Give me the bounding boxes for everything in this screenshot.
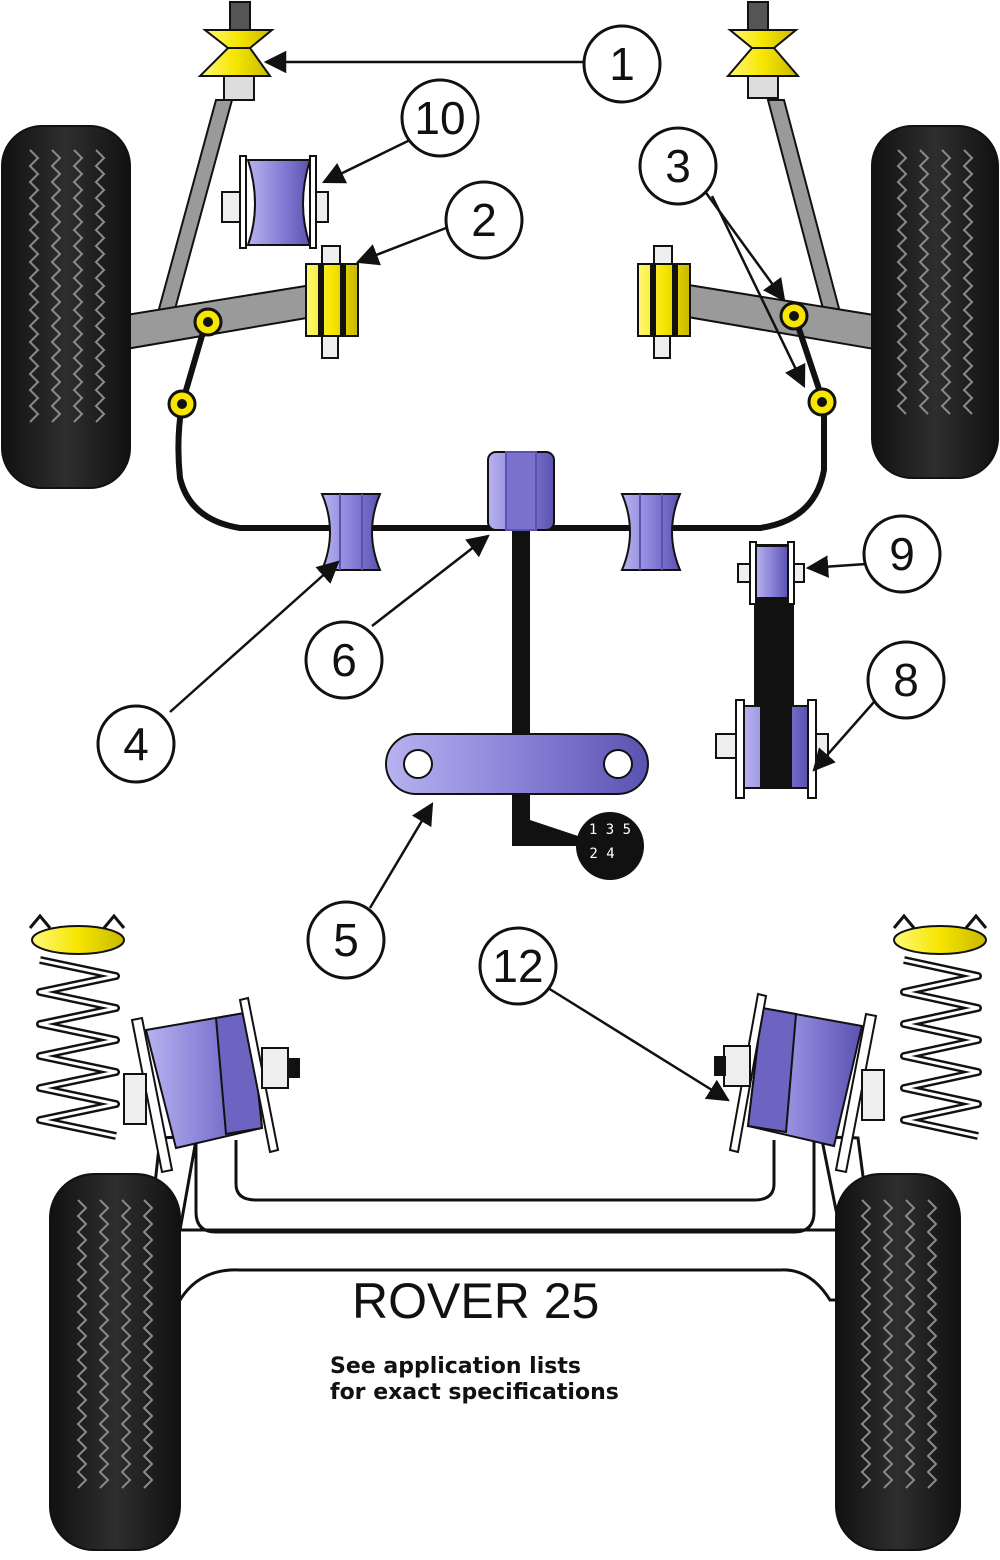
arrow-12 (547, 986, 730, 1102)
callout-12: 12 (478, 926, 558, 1006)
arrow-5 (368, 802, 434, 909)
arrow-4 (169, 560, 340, 713)
bush-9 (737, 541, 805, 605)
drop-link-bush-left-upper (193, 307, 223, 337)
svg-text:2: 2 (471, 194, 497, 246)
bush-8 (715, 699, 829, 799)
arrow-2 (355, 226, 447, 266)
drop-link-bush-right-upper (779, 301, 809, 331)
callout-8: 8 (866, 640, 946, 720)
arrow-6 (371, 534, 490, 627)
front-left-tyre (1, 125, 131, 489)
arrow-3b (710, 195, 806, 389)
drop-link-bush-left-lower (167, 389, 197, 419)
callout-5: 5 (306, 900, 386, 980)
svg-text:1: 1 (609, 38, 635, 90)
svg-text:3: 3 (665, 140, 691, 192)
arrow-9 (805, 555, 867, 578)
svg-text:5: 5 (333, 914, 359, 966)
callout-2: 2 (444, 180, 524, 260)
front-right-tyre (871, 125, 999, 479)
gear-lever (512, 528, 578, 846)
svg-text:1 3 5: 1 3 5 (589, 822, 631, 838)
svg-text:12: 12 (492, 940, 543, 992)
bush-10 (221, 155, 329, 249)
callout-4: 4 (96, 704, 176, 784)
svg-text:2 4: 2 4 (589, 846, 614, 862)
callout-arrows (169, 50, 875, 1102)
callout-1: 1 (582, 24, 662, 104)
svg-text:10: 10 (414, 92, 465, 144)
rear-left-spring (28, 913, 126, 1140)
bush-4-left (320, 493, 382, 571)
bush-2-right (637, 245, 691, 359)
note-line-2: for exact specifications (330, 1380, 619, 1405)
bush-12-left (123, 996, 300, 1174)
rear-left-tyre (49, 1173, 181, 1551)
bush-2-left (305, 245, 359, 359)
front-left-lower-arm (119, 280, 331, 352)
callout-3: 3 (638, 126, 718, 206)
arrow-8 (812, 701, 875, 772)
front-right-lower-arm (669, 280, 881, 352)
bush-5-plate (385, 733, 649, 795)
arrow-10 (321, 138, 411, 184)
front-right-strut (766, 99, 844, 321)
diagram-title: ROVER 25 (352, 1273, 600, 1329)
callout-9: 9 (862, 514, 942, 594)
bush-12-right (714, 992, 885, 1174)
callout-6: 6 (304, 620, 384, 700)
anti-roll-bar (175, 319, 827, 531)
svg-text:6: 6 (331, 634, 357, 686)
front-right-top-mount (725, 1, 801, 99)
callout-10: 10 (400, 78, 480, 158)
drop-link-bush-right-lower (807, 387, 837, 417)
front-left-top-mount (197, 1, 275, 101)
rear-right-spring (892, 913, 988, 1140)
svg-text:9: 9 (889, 528, 915, 580)
svg-text:4: 4 (123, 718, 149, 770)
svg-text:8: 8 (893, 654, 919, 706)
bush-4-right (620, 493, 682, 571)
gear-knob: 1 3 5 2 4 (576, 812, 644, 880)
front-left-strut (154, 99, 234, 321)
rear-right-tyre (835, 1173, 961, 1551)
note-line-1: See application lists (330, 1354, 581, 1379)
bush-6 (487, 451, 555, 531)
